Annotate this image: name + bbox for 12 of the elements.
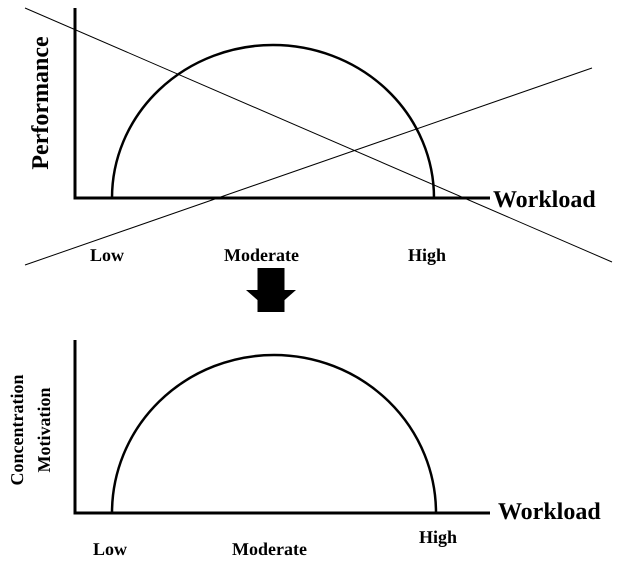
axis-title: Workload: [493, 188, 596, 212]
block-arrow: [246, 268, 296, 312]
tick-label: Low: [93, 540, 128, 558]
tick-label: Moderate: [232, 540, 307, 558]
tick-label: High: [408, 246, 446, 264]
tick-label: High: [419, 528, 458, 546]
axis-title: Workload: [498, 500, 601, 524]
tick-label: Moderate: [224, 246, 299, 264]
axis-title: Motivation: [35, 388, 53, 472]
axis-title: Concentration: [8, 374, 26, 486]
tick-label: Low: [90, 246, 124, 264]
axis-title: Performance: [29, 36, 53, 170]
